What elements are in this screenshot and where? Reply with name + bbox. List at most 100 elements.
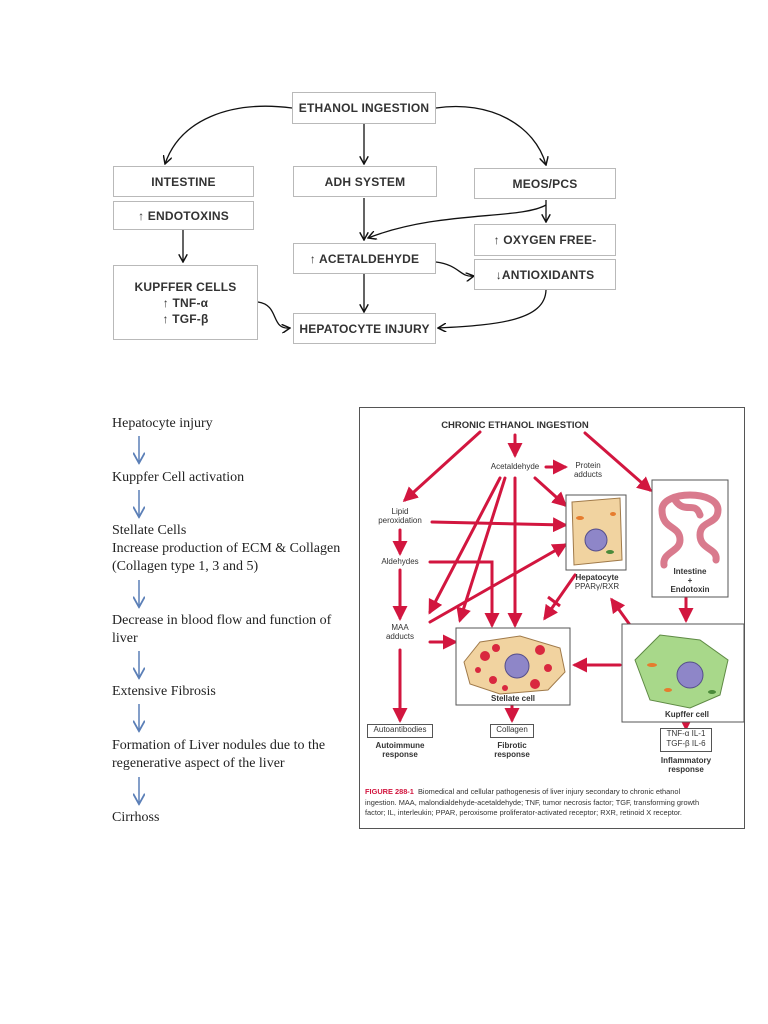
fig-inflammatory-line2: response	[668, 765, 704, 774]
fig-fibrotic-line1: Fibrotic	[497, 741, 527, 750]
step-nodules: Formation of Liver nodules due to the	[112, 738, 326, 753]
kupffer-tgf-label: ↑ TGF-β	[162, 311, 209, 326]
fig-title: CHRONIC ETHANOL INGESTION	[441, 420, 589, 431]
fig-hepatocyte-line1: Hepatocyte	[575, 573, 619, 582]
arrow-meos-acetaldehyde	[368, 204, 547, 238]
oxygen-free-label: ↑ OXYGEN FREE-	[493, 233, 597, 247]
fig-maa-line2: adducts	[385, 632, 415, 641]
fig-caption: FIGURE 288-1 Biomedical and cellular pat…	[365, 787, 741, 819]
fig-hepatocyte-label: Hepatocyte PPARγ/RXR	[562, 573, 632, 591]
fig-fibrotic-line2: response	[494, 750, 530, 759]
fig-hepatocyte-nucleus	[584, 528, 608, 552]
fig-kupffer-nucleus	[676, 661, 704, 689]
fig-arrow-title-intestine	[583, 431, 653, 492]
intestine-box: INTESTINE	[113, 166, 254, 197]
fig-hepatocyte-organelle-3	[610, 512, 616, 516]
fig-collagen-box: Collagen	[490, 724, 534, 738]
antioxidants-label: ↓ANTIOXIDANTS	[495, 267, 595, 282]
hepatocyte-injury-box: HEPATOCYTE INJURY	[293, 313, 436, 344]
fig-maa-line1: MAA	[391, 623, 409, 632]
step-hepatocyte-injury: Hepatocyte injury	[112, 416, 213, 431]
ethanol-ingestion-label: ETHANOL INGESTION	[298, 101, 430, 115]
antioxidants-box: ↓ANTIOXIDANTS	[474, 259, 616, 290]
fig-aldehydes: Aldehydes	[381, 557, 419, 566]
fig-fibrotic-label: Fibrotic response	[484, 741, 540, 759]
arrow-antioxidants-hepatocyte	[438, 289, 547, 328]
endotoxins-box: ↑ ENDOTOXINS	[113, 201, 254, 230]
step-cirrhosis: Cirrhoss	[112, 810, 160, 825]
step-nodules-cont: regenerative aspect of the liver	[112, 756, 285, 771]
kupffer-tnf-label: ↑ TNF-α	[162, 295, 209, 310]
ethanol-ingestion-box: ETHANOL INGESTION	[292, 92, 436, 124]
hepatocyte-injury-label: HEPATOCYTE INJURY	[299, 321, 430, 336]
arrow-ethanol-intestine	[165, 105, 293, 164]
fig-acetaldehyde: Acetaldehyde	[490, 462, 540, 471]
fig-arrow-aldehydes-stellate	[428, 560, 500, 628]
arrow-ethanol-meos	[435, 105, 546, 165]
step-collagen-types: (Collagen type 1, 3 and 5)	[112, 559, 259, 574]
fig-caption-line3: factor; IL, interleukin; PPAR, peroxisom…	[365, 808, 682, 817]
fig-hepatocyte-organelle-2	[606, 550, 614, 554]
step-stellate-cells: Stellate Cells	[112, 523, 187, 538]
fig-inflammatory-label: Inflammatory response	[648, 756, 724, 774]
fig-kupffer-organelle-1	[647, 663, 657, 667]
step-fibrosis: Extensive Fibrosis	[112, 684, 216, 699]
fig-autoimmune-line2: response	[382, 750, 418, 759]
arrow-kupffer-hepatocyte	[257, 301, 290, 328]
fig-hepatocyte-line2: PPARγ/RXR	[574, 582, 620, 591]
adh-system-label: ADH SYSTEM	[324, 174, 406, 189]
fig-arrow-acet-maa	[428, 476, 502, 615]
step-ecm-collagen: Increase production of ECM & Collagen	[112, 541, 341, 556]
oxygen-free-box: ↑ OXYGEN FREE-	[474, 224, 616, 256]
fig-protein-adducts: Protein adducts	[568, 461, 608, 479]
fig-intestine-art	[658, 491, 722, 569]
fig-stellate-nucleus	[504, 653, 530, 679]
fig-arrow-acet-hepatocyte	[533, 476, 568, 508]
top-flow-connectors	[0, 105, 768, 400]
acetaldehyde-label: ↑ ACETALDEHYDE	[309, 251, 420, 266]
fig-inflammatory-line1: Inflammatory	[660, 756, 712, 765]
fig-autoantibodies-box: Autoantibodies	[367, 724, 433, 738]
fig-stellate-label: Stellate cell	[490, 694, 536, 703]
fig-caption-text1: Biomedical and cellular pathogenesis of …	[418, 787, 681, 796]
step-kupffer-activation: Kuppfer Cell activation	[112, 470, 245, 485]
fig-caption-line2: ingestion. MAA, malondialdehyde-acetalde…	[365, 797, 700, 807]
intestine-label: INTESTINE	[151, 174, 216, 189]
adh-system-box: ADH SYSTEM	[293, 166, 437, 197]
meos-box: MEOS/PCS	[474, 168, 616, 199]
fig-autoimmune-label: Autoimmune response	[366, 741, 434, 759]
kupffer-cells-box: KUPFFER CELLS ↑ TNF-α ↑ TGF-β	[113, 265, 258, 340]
fig-arrow-hepatocyte-stellate	[543, 573, 577, 621]
acetaldehyde-box: ↑ ACETALDEHYDE	[293, 243, 436, 274]
fig-autoimmune-line1: Autoimmune	[375, 741, 425, 750]
fig-arrow-maa-hepatocyte	[428, 543, 568, 624]
fig-arrow-kupffer-hepatocyte	[610, 597, 632, 627]
fig-lipid-peroxidation: Lipid peroxidation	[370, 507, 430, 525]
fig-intestine-line1: Intestine	[673, 567, 707, 576]
fig-caption-line1: FIGURE 288-1 Biomedical and cellular pat…	[365, 787, 741, 798]
fig-protein-adducts-line2: adducts	[573, 470, 603, 479]
fig-inhibit-bar	[547, 595, 561, 608]
fig-stellate-droplets	[475, 644, 552, 691]
fig-cytokines-line1: TNF-α IL-1	[666, 729, 706, 738]
step-blood-flow: Decrease in blood flow and function of	[112, 613, 332, 628]
fig-hepatocyte-organelle-1	[576, 516, 584, 520]
fig-kupffer-organelle-3	[708, 690, 716, 694]
fig-lipid-line2: peroxidation	[378, 516, 422, 525]
arrow-acetaldehyde-antioxidants	[435, 261, 474, 276]
fig-lipid-line1: Lipid	[391, 507, 409, 516]
step-blood-flow-cont: liver	[112, 631, 138, 646]
fig-arrow-lipid-hepatocyte	[430, 517, 568, 533]
fig-intestine-label: Intestine + Endotoxin	[652, 567, 728, 594]
fig-cytokines-box: TNF-α IL-1 TGF-β IL-6	[660, 728, 712, 752]
fig-caption-label: FIGURE 288-1	[365, 787, 414, 796]
fig-protein-adducts-line1: Protein	[575, 461, 601, 470]
fig-arrow-acet-maa-2	[456, 476, 507, 623]
fig-kupffer-label: Kupffer cell	[664, 710, 709, 719]
endotoxins-label: ↑ ENDOTOXINS	[138, 208, 229, 223]
fig-kupffer-organelle-2	[664, 688, 672, 692]
kupffer-cells-title: KUPFFER CELLS	[134, 279, 237, 294]
fig-arrow-title-lipid	[402, 430, 482, 503]
